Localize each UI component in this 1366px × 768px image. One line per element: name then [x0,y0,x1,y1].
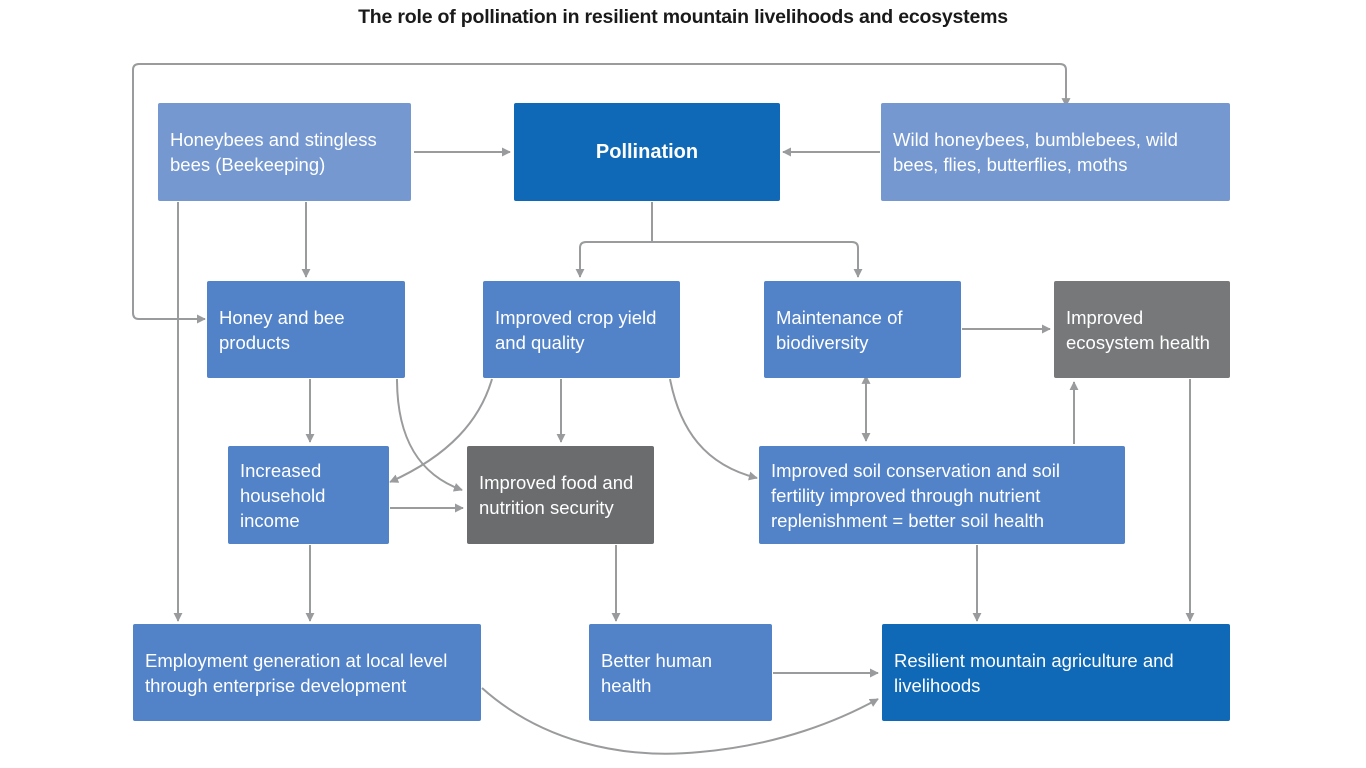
node-improved-ecosystem-health: Improved ecosystem health [1054,281,1230,378]
employment-to-resilient-arrow [481,687,879,755]
node-honeybees-beekeeping: Honeybees and stingless bees (Beekeeping… [158,103,411,201]
node-maintenance-biodiversity: Maintenance of biodiversity [764,281,961,378]
node-employment-generation: Employment generation at local level thr… [133,624,481,721]
diagram-title: The role of pollination in resilient mou… [358,6,1008,28]
honey-to-food-arrow [396,378,463,492]
node-increased-household-income: Increased household income [228,446,389,544]
node-food-nutrition-security: Improved food and nutrition security [467,446,654,544]
node-wild-pollinators: Wild honeybees, bumblebees, wild bees, f… [881,103,1230,201]
node-better-human-health: Better human health [589,624,772,721]
node-improved-crop-yield: Improved crop yield and quality [483,281,680,378]
node-pollination: Pollination [514,103,780,201]
loop-to-wild-arrow [132,63,1071,324]
crop-to-soil-arrow [669,378,758,481]
node-resilient-mountain-agriculture: Resilient mountain agriculture and livel… [882,624,1230,721]
crop-to-income-arrow [389,378,493,483]
pollination-split-arrow [586,202,852,243]
node-honey-bee-products: Honey and bee products [207,281,405,378]
node-soil-conservation: Improved soil conservation and soil fert… [759,446,1125,544]
